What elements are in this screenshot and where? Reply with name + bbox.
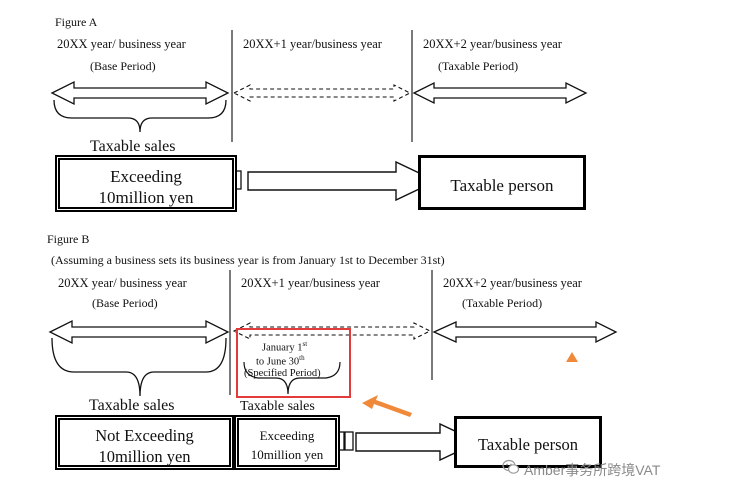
figb-taxable-person-box: Taxable person	[454, 416, 602, 468]
figb-period-1-sub: (Base Period)	[92, 296, 158, 310]
specified-period-highlight	[236, 328, 351, 398]
figa-period-1-title: 20XX year/ business year	[57, 37, 186, 51]
figb-taxable-arrow	[432, 320, 618, 344]
figb-exceeding-line1: Exceeding	[259, 428, 315, 443]
figb-exceeding-line2: 10million yen	[250, 446, 324, 462]
specified-line1: January 1st	[262, 340, 308, 354]
figa-taxable-person-text: Taxable person	[450, 176, 554, 195]
figa-base-arrow	[50, 80, 230, 106]
figb-mid-arrow	[232, 322, 432, 340]
specified-line2: to June 30th	[256, 354, 305, 368]
figure-b-note: (Assuming a business sets its business y…	[51, 253, 445, 267]
figa-exceeding-box: Exceeding 10million yen	[55, 155, 237, 212]
figb-base-arrow	[48, 319, 230, 345]
figa-period-3-title: 20XX+2 year/business year	[423, 37, 562, 51]
figa-period-1-sub: (Base Period)	[90, 59, 156, 73]
figa-period-3-sub: (Taxable Period)	[438, 59, 519, 73]
figa-mid-arrow	[232, 84, 412, 102]
figb-connector-2	[344, 431, 354, 451]
watermark-text: Amber事务所跨境VAT	[524, 462, 661, 478]
figure-a-label: Figure A	[55, 15, 98, 29]
figb-not-exceeding-box: Not Exceeding 10million yen	[55, 415, 234, 470]
figb-specified-brace	[243, 361, 341, 395]
figb-period-3-title: 20XX+2 year/business year	[443, 276, 582, 290]
specified-line3: (Specified Period)	[244, 368, 321, 379]
figa-taxable-sales: Taxable sales	[90, 138, 176, 155]
figa-right-arrow	[247, 160, 438, 202]
figa-exceeding-line1: Exceeding	[110, 167, 182, 186]
accent-triangle	[566, 352, 578, 362]
figa-brace	[53, 99, 227, 133]
figa-taxable-person-box: Taxable person	[418, 155, 586, 210]
figb-taxable-sales-left: Taxable sales	[89, 397, 175, 414]
figa-exceeding-line2: 10million yen	[98, 188, 194, 208]
figb-not-exceeding-line2: 10million yen	[98, 446, 191, 466]
figb-period-3-sub: (Taxable Period)	[462, 296, 543, 310]
figa-period-2-title: 20XX+1 year/business year	[243, 37, 382, 51]
figb-taxable-person-text: Taxable person	[477, 435, 579, 454]
figb-taxable-sales-right: Taxable sales	[240, 399, 315, 414]
figb-exceeding-box: Exceeding 10million yen	[234, 415, 340, 470]
figb-brace	[51, 337, 227, 397]
accent-arrow	[362, 395, 412, 417]
figa-taxable-arrow	[412, 81, 588, 105]
figure-b-label: Figure B	[47, 232, 90, 246]
figb-not-exceeding-line1: Not Exceeding	[95, 426, 194, 445]
figb-period-1-title: 20XX year/ business year	[58, 276, 187, 290]
wechat-icon	[502, 459, 520, 474]
figb-period-2-title: 20XX+1 year/business year	[241, 276, 380, 290]
